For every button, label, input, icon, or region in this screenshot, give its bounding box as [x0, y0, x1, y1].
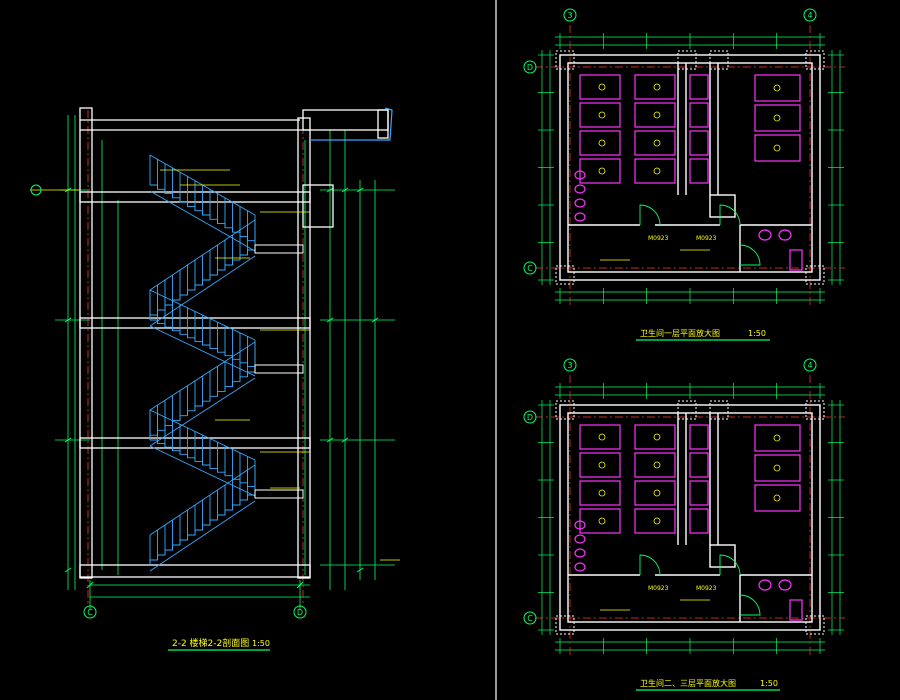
plan_top-column-4 — [805, 265, 825, 285]
toilet-plan-ground-floor: M0923 M0923 3 4D C — [523, 8, 845, 305]
plan_top-toilet-stalls — [574, 74, 803, 271]
svg-text:C: C — [527, 264, 533, 273]
section-axis-lines — [87, 110, 304, 605]
section-dimension-ticks — [64, 187, 379, 589]
axis-label-d: D — [297, 608, 303, 617]
plan-top-title: 卫生间一层平面放大图 — [640, 328, 720, 338]
stair-landings — [254, 244, 304, 499]
plan_bottom-column-2 — [805, 400, 825, 420]
plan_top-column-2 — [805, 50, 825, 70]
stair-flight-5 — [149, 409, 256, 497]
svg-text:4: 4 — [807, 361, 812, 370]
section-structure — [79, 107, 389, 579]
plan_top-walls — [559, 54, 821, 281]
svg-text:3: 3 — [567, 361, 572, 370]
plan-bottom-title: 卫生间二、三层平面放大图 — [640, 678, 736, 688]
plan_bottom-door-label-2: M0923 — [696, 585, 717, 592]
stair-flights — [149, 154, 256, 572]
plan_bottom-column-5 — [677, 400, 697, 420]
plan_top-axis-lines — [535, 25, 845, 305]
plan_bottom-column-1 — [555, 400, 575, 420]
svg-text:C: C — [527, 614, 533, 623]
plan_bottom-column-4 — [805, 615, 825, 635]
plan_top-door-label-1: M0923 — [648, 235, 669, 242]
plan_top-axis-bubble-c: C — [523, 261, 537, 275]
stair-flight-4 — [149, 341, 256, 447]
section-axis-bubble-d: D — [293, 605, 307, 619]
plan_bottom-walls — [559, 404, 821, 631]
plan_top-doors — [639, 204, 761, 266]
section-axis-bubble-c: C — [83, 605, 97, 619]
stair-flight-3 — [149, 289, 256, 377]
plan_top-dimensions — [538, 33, 844, 304]
plan_top-column-3 — [555, 265, 575, 285]
svg-text:D: D — [527, 63, 533, 72]
plan_top-door-label-2: M0923 — [696, 235, 717, 242]
elevation-marker — [30, 184, 42, 196]
plan_top-fixtures — [598, 83, 781, 261]
plan_bottom-axis-bubble-4: 4 — [803, 358, 817, 372]
svg-text:4: 4 — [807, 11, 812, 20]
axis-label-c: C — [87, 608, 93, 617]
plan_bottom-axis-bubble-c: C — [523, 611, 537, 625]
section-title: 2-2 楼梯2-2剖面图 — [172, 637, 249, 649]
section-annotations — [30, 169, 400, 561]
stair-flight-6 — [149, 464, 256, 572]
roof-parapet — [310, 107, 393, 141]
plan_bottom-axis-lines — [535, 375, 845, 655]
section-scale: 1:50 — [252, 639, 270, 648]
section-dimension-lines — [55, 115, 395, 610]
plan_top-column-1 — [555, 50, 575, 70]
plan_bottom-fixtures — [598, 433, 781, 611]
plan_bottom-dimensions — [538, 383, 844, 654]
plan_bottom-column-3 — [555, 615, 575, 635]
plan_bottom-column-6 — [709, 400, 729, 420]
plan_top-axis-bubble-3: 3 — [563, 8, 577, 22]
plan_bottom-axis-bubble-3: 3 — [563, 358, 577, 372]
plan_top-column-5 — [677, 50, 697, 70]
plan-top-scale: 1:50 — [748, 329, 766, 338]
plan_bottom-axis-bubble-d: D — [523, 410, 537, 424]
stair-flight-2 — [149, 219, 256, 327]
svg-text:D: D — [527, 413, 533, 422]
stair-section-view: C D 2-2 楼梯2-2剖面图 1:50 — [30, 107, 400, 651]
svg-text:3: 3 — [567, 11, 572, 20]
plan_top-column-6 — [709, 50, 729, 70]
plan_bottom-toilet-stalls — [574, 424, 803, 621]
plan-bottom-scale: 1:50 — [760, 679, 778, 688]
plan_top-axis-bubble-4: 4 — [803, 8, 817, 22]
stair-flight-1 — [149, 154, 256, 252]
plan_top-axis-bubble-d: D — [523, 60, 537, 74]
plan_bottom-door-label-1: M0923 — [648, 585, 669, 592]
plan_bottom-doors — [639, 554, 761, 616]
toilet-plan-upper-floors: M0923 M0923 3 4D C — [523, 358, 845, 655]
